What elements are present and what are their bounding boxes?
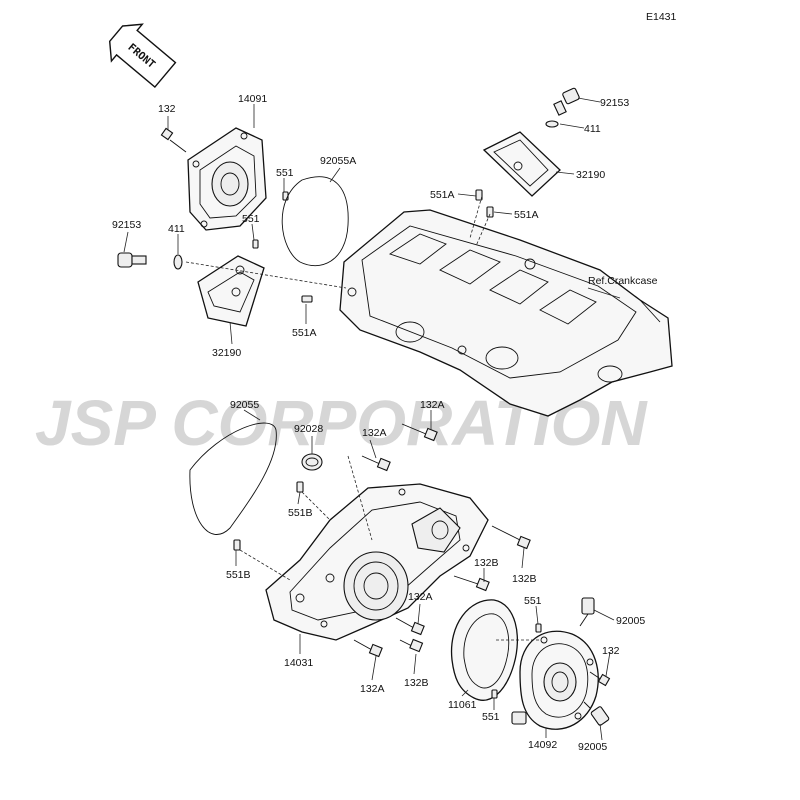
callout-411: 411: [168, 223, 185, 235]
reference-crankcase: Ref.Crankcase: [588, 275, 658, 287]
crankcase-reference: [339, 209, 673, 417]
pin-551-right: [535, 623, 542, 633]
pin-551b-1: [296, 481, 304, 493]
diagram-code: E1431: [646, 11, 677, 23]
cover-14091: [187, 127, 267, 231]
callout-132b: 132B: [404, 677, 429, 689]
callout-14091: 14091: [238, 93, 267, 105]
callout-132a: 132A: [408, 591, 433, 603]
callout-92153: 92153: [600, 97, 629, 109]
pin-551a-1: [475, 189, 483, 201]
washer-411-right: [545, 120, 559, 128]
leader-lines: [123, 97, 621, 741]
cover-14031: [265, 483, 489, 641]
callout-92005: 92005: [616, 615, 645, 627]
pin-551-b: [252, 239, 259, 249]
callout-132a: 132A: [360, 683, 385, 695]
bolt-132-top: [160, 127, 187, 153]
pin-551b-2: [233, 539, 241, 551]
bolt-132b-1: [491, 525, 531, 550]
dowel-92028: [301, 453, 323, 471]
callout-132b: 132B: [474, 557, 499, 569]
callout-132a: 132A: [362, 427, 387, 439]
o-ring-92055: [189, 422, 277, 535]
callout-132b: 132B: [512, 573, 537, 585]
fitting-92005-top: [579, 597, 595, 627]
bolt-132a-2: [361, 455, 391, 472]
callout-92055: 92055: [230, 399, 259, 411]
callout-551b: 551B: [226, 569, 251, 581]
callout-551: 551: [524, 595, 542, 607]
bolt-132b-2: [453, 575, 490, 592]
callout-551: 551: [482, 711, 500, 723]
cover-14092: [511, 630, 599, 730]
bolt-132a-3: [395, 617, 425, 636]
bolt-132a-1: [401, 423, 438, 442]
plug-92153-right: [553, 87, 580, 116]
pin-551-a: [282, 191, 289, 201]
o-ring-92055a: [281, 176, 349, 266]
plug-92153-left: [117, 252, 147, 268]
callout-551a: 551A: [292, 327, 317, 339]
callout-92055a: 92055A: [320, 155, 356, 167]
pin-551-lower: [491, 689, 498, 699]
bracket-32190-left: [197, 255, 265, 327]
callout-551a: 551A: [514, 209, 539, 221]
bolt-132a-4: [353, 639, 383, 658]
callout-14031: 14031: [284, 657, 313, 669]
callout-32190: 32190: [576, 169, 605, 181]
callout-132: 132: [602, 645, 620, 657]
bolt-132b-3: [399, 638, 424, 653]
front-arrow-icon: FRONT: [108, 23, 177, 89]
callout-132a: 132A: [420, 399, 445, 411]
callout-92153: 92153: [112, 219, 141, 231]
callout-11061: 11061: [448, 699, 477, 711]
callout-551b: 551B: [288, 507, 313, 519]
fitting-92005-bottom: [583, 701, 610, 726]
callout-92028: 92028: [294, 423, 323, 435]
pin-551a-2: [486, 206, 494, 218]
callout-411: 411: [584, 123, 601, 135]
callout-551: 551: [242, 213, 260, 225]
pin-551a-3: [301, 295, 313, 303]
bracket-32190-right: [482, 131, 561, 197]
callout-14092: 14092: [528, 739, 557, 751]
callout-labels: 132 14091 551 551 92055A 92153 411 32190…: [112, 93, 658, 753]
callout-92005: 92005: [578, 741, 607, 753]
bolt-132-right: [589, 671, 611, 687]
callout-551a: 551A: [430, 189, 455, 201]
gasket-11061: [450, 599, 519, 701]
callout-132: 132: [158, 103, 176, 115]
callout-32190: 32190: [212, 347, 241, 359]
callout-551: 551: [276, 167, 294, 179]
washer-411-left: [173, 254, 183, 270]
